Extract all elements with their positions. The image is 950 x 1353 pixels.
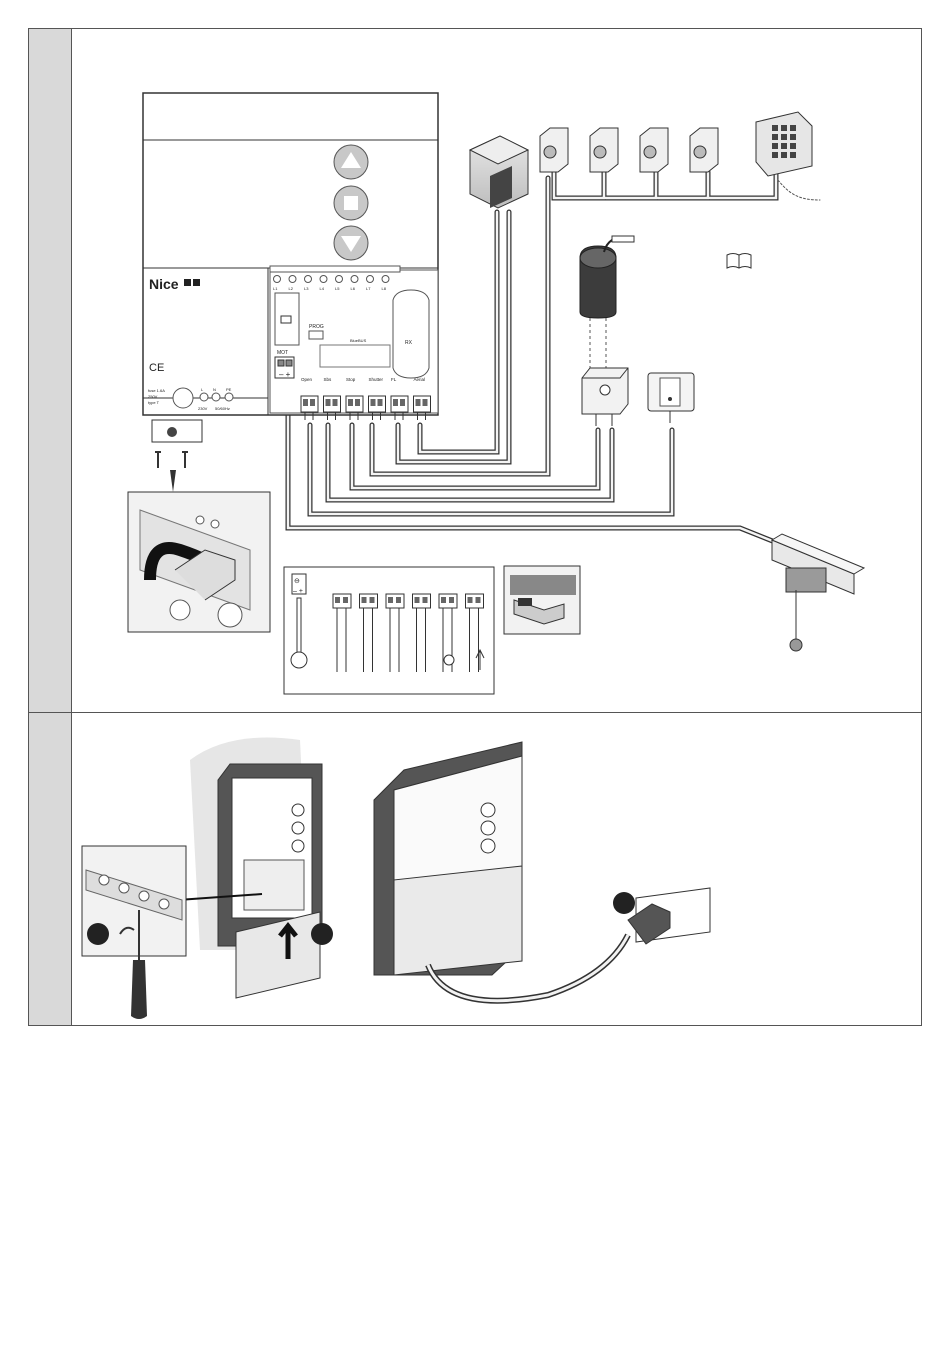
keypad-key xyxy=(781,125,787,131)
keypad-key xyxy=(781,152,787,158)
down-arrow-icon xyxy=(334,226,368,260)
status-led xyxy=(382,276,389,283)
terminal-label: Stop xyxy=(346,377,356,382)
connector-inset xyxy=(504,566,580,634)
install-step-left xyxy=(178,738,333,999)
status-led xyxy=(367,276,374,283)
step-marker xyxy=(613,892,635,914)
keypad-key xyxy=(781,134,787,140)
terminal-label: Aerial xyxy=(414,377,426,382)
terminal-label: FL xyxy=(391,377,397,382)
led-label: L3 xyxy=(304,286,309,291)
keypad xyxy=(756,112,812,176)
power-voltage: 230V xyxy=(198,406,208,411)
screwdriver-inset xyxy=(82,846,186,1019)
keypad-key xyxy=(772,143,778,149)
terminal-legend: ⊖ – + xyxy=(284,567,494,694)
motor-unit xyxy=(772,534,864,651)
keypad-key xyxy=(790,134,796,140)
svg-text:⊖: ⊖ xyxy=(294,578,300,585)
led-label: L6 xyxy=(351,286,356,291)
led-label: L4 xyxy=(320,286,325,291)
keypad-key xyxy=(772,152,778,158)
keypad-key xyxy=(781,143,787,149)
keypad-key xyxy=(790,152,796,158)
svg-text:– +: – + xyxy=(293,588,303,595)
photocell-group xyxy=(540,128,718,172)
step-marker xyxy=(311,923,333,945)
cable-clamp-inset xyxy=(128,492,270,632)
up-arrow-icon xyxy=(334,145,368,179)
led-label: L5 xyxy=(335,286,340,291)
lamp-icon xyxy=(444,655,454,665)
brand-logo-mark xyxy=(193,279,200,286)
status-led xyxy=(351,276,358,283)
fuse-text-3: type T xyxy=(148,400,160,405)
terminal-label: Shutter xyxy=(369,377,384,382)
terminal-label: Sbs xyxy=(324,377,333,382)
bus-label: BlueBUS xyxy=(350,338,367,343)
screws xyxy=(152,420,202,492)
flashing-light xyxy=(470,136,528,208)
status-led xyxy=(305,276,312,283)
mot-label: MOT xyxy=(277,350,288,356)
fuse-text-2: 250V xyxy=(148,394,158,399)
battery-slot xyxy=(275,293,299,345)
stop-square-icon xyxy=(334,186,368,220)
status-led xyxy=(336,276,343,283)
status-led xyxy=(289,276,296,283)
led-label: L1 xyxy=(273,286,278,291)
keypad-key xyxy=(772,125,778,131)
power-label-pe: PE xyxy=(226,387,232,392)
wall-switch xyxy=(648,373,694,423)
keypad-key xyxy=(772,134,778,140)
svg-text:– +: – + xyxy=(279,370,291,379)
ce-mark: CE xyxy=(149,362,164,374)
brand-logo-mark xyxy=(184,279,191,286)
power-label-n: N xyxy=(213,387,216,392)
status-led xyxy=(320,276,327,283)
selector-box xyxy=(582,368,628,426)
rx-label: RX xyxy=(405,340,413,346)
led-label: L2 xyxy=(289,286,294,291)
terminal-label: Open xyxy=(301,377,313,382)
install-step-right xyxy=(374,742,710,1001)
book-icon xyxy=(727,254,751,269)
board-chip xyxy=(320,345,390,367)
step-marker xyxy=(87,923,109,945)
keypad-key xyxy=(790,143,796,149)
led-label: L7 xyxy=(366,286,371,291)
receiver-slot xyxy=(393,290,429,378)
led-label: L8 xyxy=(382,286,387,291)
circuit-board: L1 L2 L3 L4 L5 L6 L7 L8 PROG BlueBUS RX MOT – +… xyxy=(270,266,438,420)
key-selector xyxy=(580,236,634,370)
brand-name: Nice xyxy=(149,276,179,292)
keypad-key xyxy=(790,125,796,131)
fuse-text-1: fuse 1.6A xyxy=(148,388,165,393)
prog-label: PROG xyxy=(309,324,324,330)
status-led xyxy=(274,276,281,283)
power-frequency: 50/60Hz xyxy=(215,406,230,411)
